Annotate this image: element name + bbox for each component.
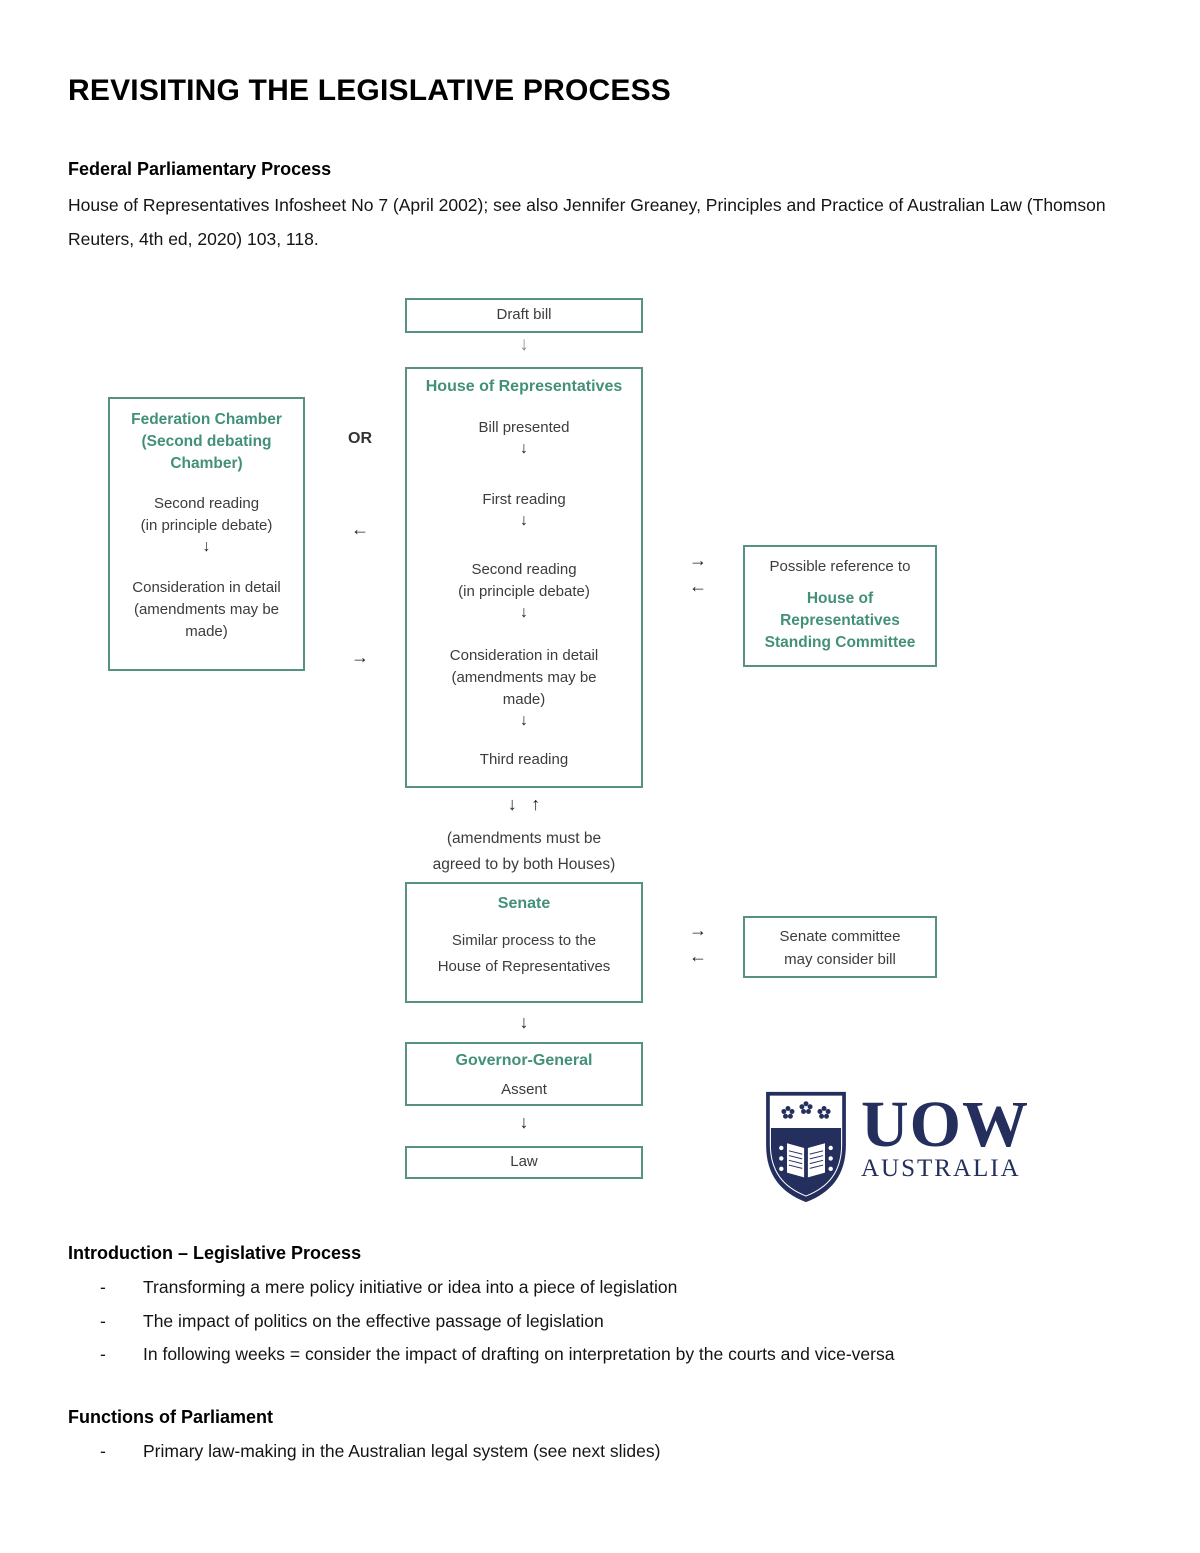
senate-committee-line2: may consider bill [784,951,896,968]
federation-title-1: Federation Chamber [131,411,282,428]
federation-step-consideration-sub2: made) [185,623,228,640]
governor-general-box: Governor-General Assent [405,1042,643,1106]
house-title: House of Representatives [425,378,623,395]
house-step-consideration: Consideration in detail [449,647,599,664]
federation-step-consideration-sub1: (amendments may be [133,601,280,618]
senate-body-line1: Similar process to the [451,932,597,949]
bullet-text: The impact of politics on the effective … [143,1311,604,1331]
uow-shield-icon [766,1091,846,1203]
senate-body-line2: House of Representatives [437,958,611,975]
list-item: - The impact of politics on the effective… [100,1311,604,1332]
arrow-down-icon: ↓ [520,512,528,529]
federation-step-consideration: Consideration in detail [132,579,281,596]
arrow-left-icon: ← [689,576,707,596]
standing-committee-green1: House of [806,590,874,607]
federation-chamber-box: Federation Chamber (Second debating Cham… [108,397,305,671]
or-label: OR [348,430,372,447]
arrow-down-icon: ↓ [520,712,528,729]
standing-committee-green3: Standing Committee [764,634,916,651]
draft-bill-box: Draft bill [405,298,643,333]
arrow-right-icon: → [689,920,707,940]
draft-bill-label: Draft bill [496,306,552,323]
bullet-text: Transforming a mere policy initiative or… [143,1277,678,1297]
federation-title-2: (Second debating [141,433,272,450]
federation-step-second-reading: Second reading [153,495,260,512]
list-item: - Primary law-making in the Australian le… [100,1441,660,1462]
arrow-down-icon: ↓ [520,604,528,621]
senate-title: Senate [497,895,551,912]
arrow-left-icon: ← [689,946,707,966]
arrow-down-icon: ↓ [520,440,528,457]
house-step-second-reading-sub: (in principle debate) [458,583,590,600]
law-label: Law [510,1153,538,1170]
bullet-dash: - [100,1441,106,1461]
arrow-down-icon: ↓ [519,1112,529,1132]
house-step-first-reading: First reading [482,491,566,508]
federal-process-heading: Federal Parliamentary Process [68,159,332,179]
arrow-down-icon: ↓ [507,794,517,814]
list-item: - In following weeks = consider the impac… [100,1344,894,1365]
uow-logo: UOW AUSTRALIA [763,1090,1029,1204]
arrow-right-icon: → [689,550,707,570]
federation-step-second-reading-sub: (in principle debate) [140,517,273,534]
federation-title-3: Chamber) [170,455,243,472]
arrow-left-icon: ← [351,519,369,539]
standing-committee-box: Possible reference to House of Represent… [743,545,937,667]
house-step-consideration-sub1: (amendments may be [451,669,597,686]
arrow-down-icon: ↓ [519,1012,529,1032]
bullet-dash: - [100,1344,106,1364]
arrow-down-icon: ↓ [519,334,529,355]
page-title: REVISITING THE LEGISLATIVE PROCESS [68,74,671,107]
bullet-text: In following weeks = consider the impact… [143,1344,895,1364]
senate-committee-box: Senate committee may consider bill [743,916,937,978]
introduction-heading: Introduction – Legislative Process [68,1243,362,1263]
law-box: Law [405,1146,643,1179]
list-item: - Transforming a mere policy initiative o… [100,1277,677,1298]
bullet-text: Primary law-making in the Australian leg… [143,1441,661,1461]
bullet-dash: - [100,1311,106,1331]
arrow-right-icon: → [351,647,369,667]
standing-committee-line1: Possible reference to [769,558,911,575]
uow-logo-text: UOW AUSTRALIA [861,1088,1029,1182]
amendments-note: (amendments must be agreed to by both Ho… [365,826,683,878]
house-step-consideration-sub2: made) [502,691,546,708]
governor-general-body: Assent [501,1081,547,1098]
uow-acronym: UOW [861,1088,1029,1161]
uow-country: AUSTRALIA [861,1155,1021,1182]
bullet-dash: - [100,1277,106,1297]
amendments-note-line1: (amendments must be [446,830,602,847]
arrow-down-icon: ↓ [202,538,211,555]
senate-committee-line1: Senate committee [779,928,901,945]
house-of-representatives-box: House of Representatives Bill presented … [405,367,643,788]
house-step-second-reading: Second reading [471,561,577,578]
amendments-note-line2: agreed to by both Houses) [432,856,616,873]
arrows-down-up: ↓ ↑ [405,794,643,815]
senate-box: Senate Similar process to the House of R… [405,882,643,1003]
house-step-third-reading: Third reading [479,751,569,768]
citation-paragraph: House of Representatives Infosheet No 7 … [68,195,1106,249]
functions-heading: Functions of Parliament [68,1407,274,1427]
house-step-bill-presented: Bill presented [478,419,570,436]
arrow-up-icon: ↑ [531,794,541,814]
governor-general-title: Governor-General [455,1052,593,1069]
standing-committee-green2: Representatives [780,612,900,629]
